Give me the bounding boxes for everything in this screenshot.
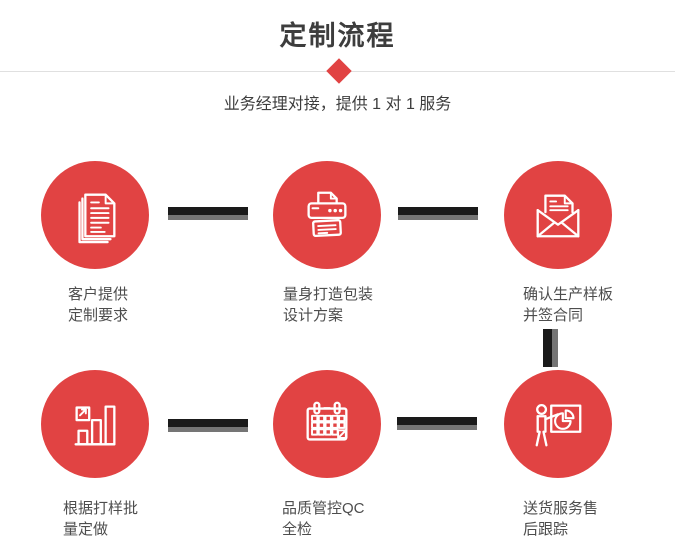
step-label-3: 确认生产样板 并签合同 (523, 286, 614, 324)
presentation-icon (535, 403, 582, 447)
diamond-icon (326, 58, 352, 84)
envelope-icon (536, 194, 580, 238)
connector-step1-step2 (168, 207, 248, 220)
connector-step2-step3 (398, 207, 478, 220)
step-label-2: 量身打造包装 设计方案 (283, 286, 374, 324)
step-circle-4 (41, 370, 149, 478)
calendar-icon (306, 401, 348, 441)
connector-step5-step6 (397, 417, 477, 430)
page-title: 定制流程 (279, 21, 396, 51)
page-subtitle: 业务经理对接，提供 1 对 1 服务 (223, 96, 452, 113)
step-label-1: 客户提供 定制要求 (68, 286, 129, 324)
documents-icon (78, 193, 116, 244)
step-circle-3 (504, 161, 612, 269)
step-circle-5 (273, 370, 381, 478)
step-label-4: 根据打样批 量定做 (63, 500, 139, 538)
connector-step3-step6 (543, 329, 558, 367)
step-circle-2 (273, 161, 381, 269)
bar-chart-icon (74, 405, 116, 446)
step-label-5: 品质管控QC 全检 (282, 500, 365, 538)
connector-step4-step5 (168, 419, 248, 432)
step-circle-1 (41, 161, 149, 269)
step-circle-6 (504, 370, 612, 478)
step-label-6: 送货服务售 后跟踪 (523, 500, 599, 538)
printer-icon (307, 191, 347, 238)
